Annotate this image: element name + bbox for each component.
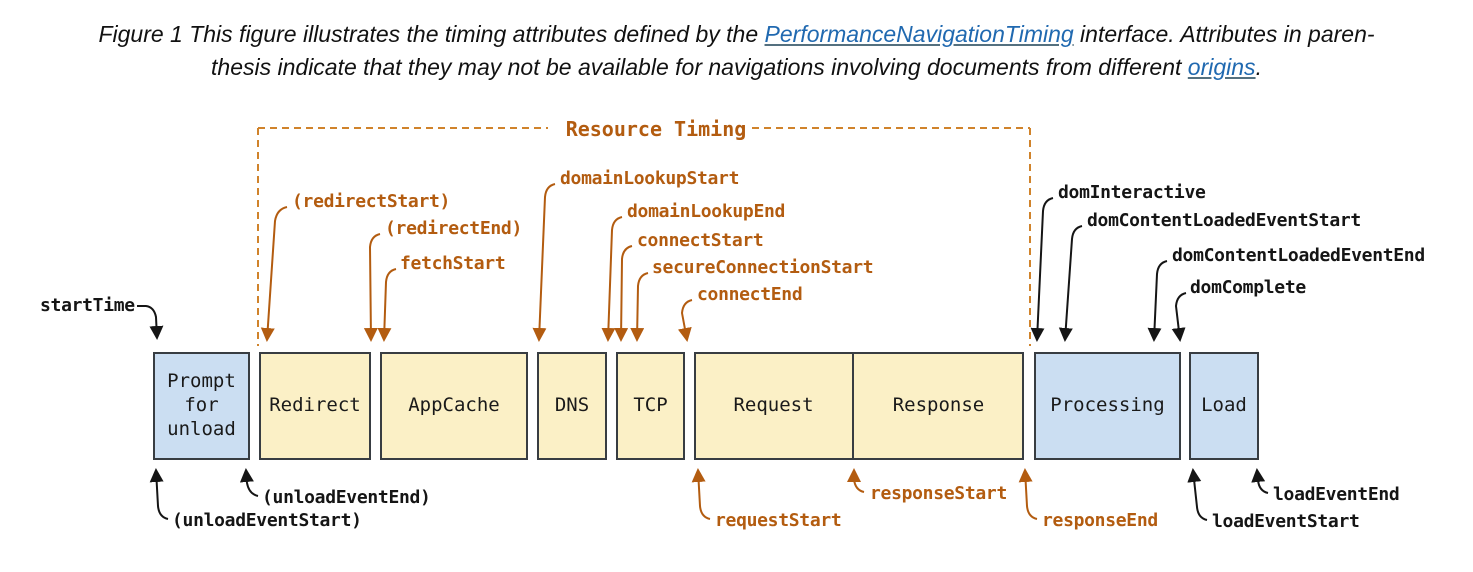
connectStart-leader-line	[614, 245, 633, 342]
domainLookupStart-leader-line	[532, 183, 556, 342]
responseStart-leader-line	[847, 468, 865, 493]
box-request: Request	[695, 354, 852, 458]
redirectStart-leader-line	[260, 206, 288, 342]
label-domainLookupStart: domainLookupStart	[560, 168, 740, 189]
domContentLoadedEventStart-leader-line	[1058, 225, 1083, 342]
label-secureConnectionStart: secureConnectionStart	[652, 257, 874, 278]
caption-line-2: thesis indicate that they may not be ava…	[0, 51, 1473, 84]
link-performance-navigation-timing[interactable]: PerformanceNavigationTiming	[764, 21, 1074, 47]
label-loadEventStart: loadEventStart	[1212, 511, 1360, 532]
loadEventStart-leader-line	[1187, 468, 1208, 521]
label-requestStart: requestStart	[715, 510, 842, 531]
requestStart-leader-line	[691, 468, 711, 520]
label-redirectStart: (redirectStart)	[292, 191, 451, 212]
responseEnd-leader-line	[1018, 468, 1038, 520]
label-unloadEventStart: (unloadEventStart)	[172, 510, 362, 531]
startTime-leader-line	[137, 305, 164, 340]
label-startTime: startTime	[40, 295, 135, 316]
domContentLoadedEventEnd-leader-line	[1147, 260, 1168, 342]
domainLookupEnd-leader-line	[601, 216, 623, 342]
resource-timing-label: Resource Timing	[565, 117, 747, 141]
label-domContentLoadedEventStart: domContentLoadedEventStart	[1087, 210, 1361, 231]
box-processing: Processing	[1034, 352, 1181, 460]
label-domContentLoadedEventEnd: domContentLoadedEventEnd	[1172, 245, 1425, 266]
box-label: Request	[733, 394, 814, 417]
label-domComplete: domComplete	[1190, 277, 1306, 298]
label-fetchStart: fetchStart	[400, 253, 506, 274]
domComplete-leader-line	[1171, 292, 1187, 342]
unloadEventStart-leader-line	[149, 468, 169, 520]
box-label: Prompt for unload	[167, 370, 236, 440]
caption-text: interface. Attributes in paren-	[1073, 21, 1375, 47]
redirectEnd-leader-line	[363, 233, 381, 342]
box-label: AppCache	[408, 394, 500, 417]
box-dns: DNS	[537, 352, 607, 460]
box-label: Response	[892, 394, 985, 417]
connectEnd-leader-line	[677, 299, 693, 342]
box-label: Processing	[1050, 394, 1165, 417]
box-request-response: Request Response	[694, 352, 1024, 460]
caption-text: thesis indicate that they may not be ava…	[211, 54, 1188, 80]
box-redirect: Redirect	[259, 352, 371, 460]
unloadEventEnd-leader-line	[239, 468, 259, 497]
label-connectStart: connectStart	[637, 230, 764, 251]
label-connectEnd: connectEnd	[697, 284, 803, 305]
secureConnectionStart-leader-line	[630, 272, 649, 342]
figure-caption: Figure 1 This figure illustrates the tim…	[0, 18, 1473, 84]
label-responseStart: responseStart	[870, 483, 1007, 504]
box-label: Load	[1201, 394, 1247, 417]
box-label: Redirect	[269, 394, 361, 417]
link-origins[interactable]: origins	[1187, 54, 1256, 80]
label-redirectEnd: (redirectEnd)	[385, 218, 522, 239]
caption-line-1: Figure 1 This figure illustrates the tim…	[0, 18, 1473, 51]
box-tcp: TCP	[616, 352, 685, 460]
label-unloadEventEnd: (unloadEventEnd)	[262, 487, 431, 508]
box-load: Load	[1189, 352, 1259, 460]
box-appcache: AppCache	[380, 352, 528, 460]
box-label: TCP	[633, 394, 668, 417]
caption-text: Figure 1 This figure illustrates the tim…	[98, 21, 765, 47]
caption-text: .	[1255, 54, 1262, 80]
domInteractive-leader-line	[1030, 197, 1054, 342]
label-domainLookupEnd: domainLookupEnd	[627, 201, 786, 222]
label-domInteractive: domInteractive	[1058, 182, 1206, 203]
box-response: Response	[852, 354, 1023, 458]
fetchStart-leader-line	[377, 268, 397, 342]
label-loadEventEnd: loadEventEnd	[1273, 484, 1400, 505]
box-prompt-for-unload: Prompt for unload	[153, 352, 250, 460]
box-label: DNS	[554, 394, 590, 417]
loadEventEnd-leader-line	[1251, 468, 1269, 494]
label-responseEnd: responseEnd	[1042, 510, 1158, 531]
